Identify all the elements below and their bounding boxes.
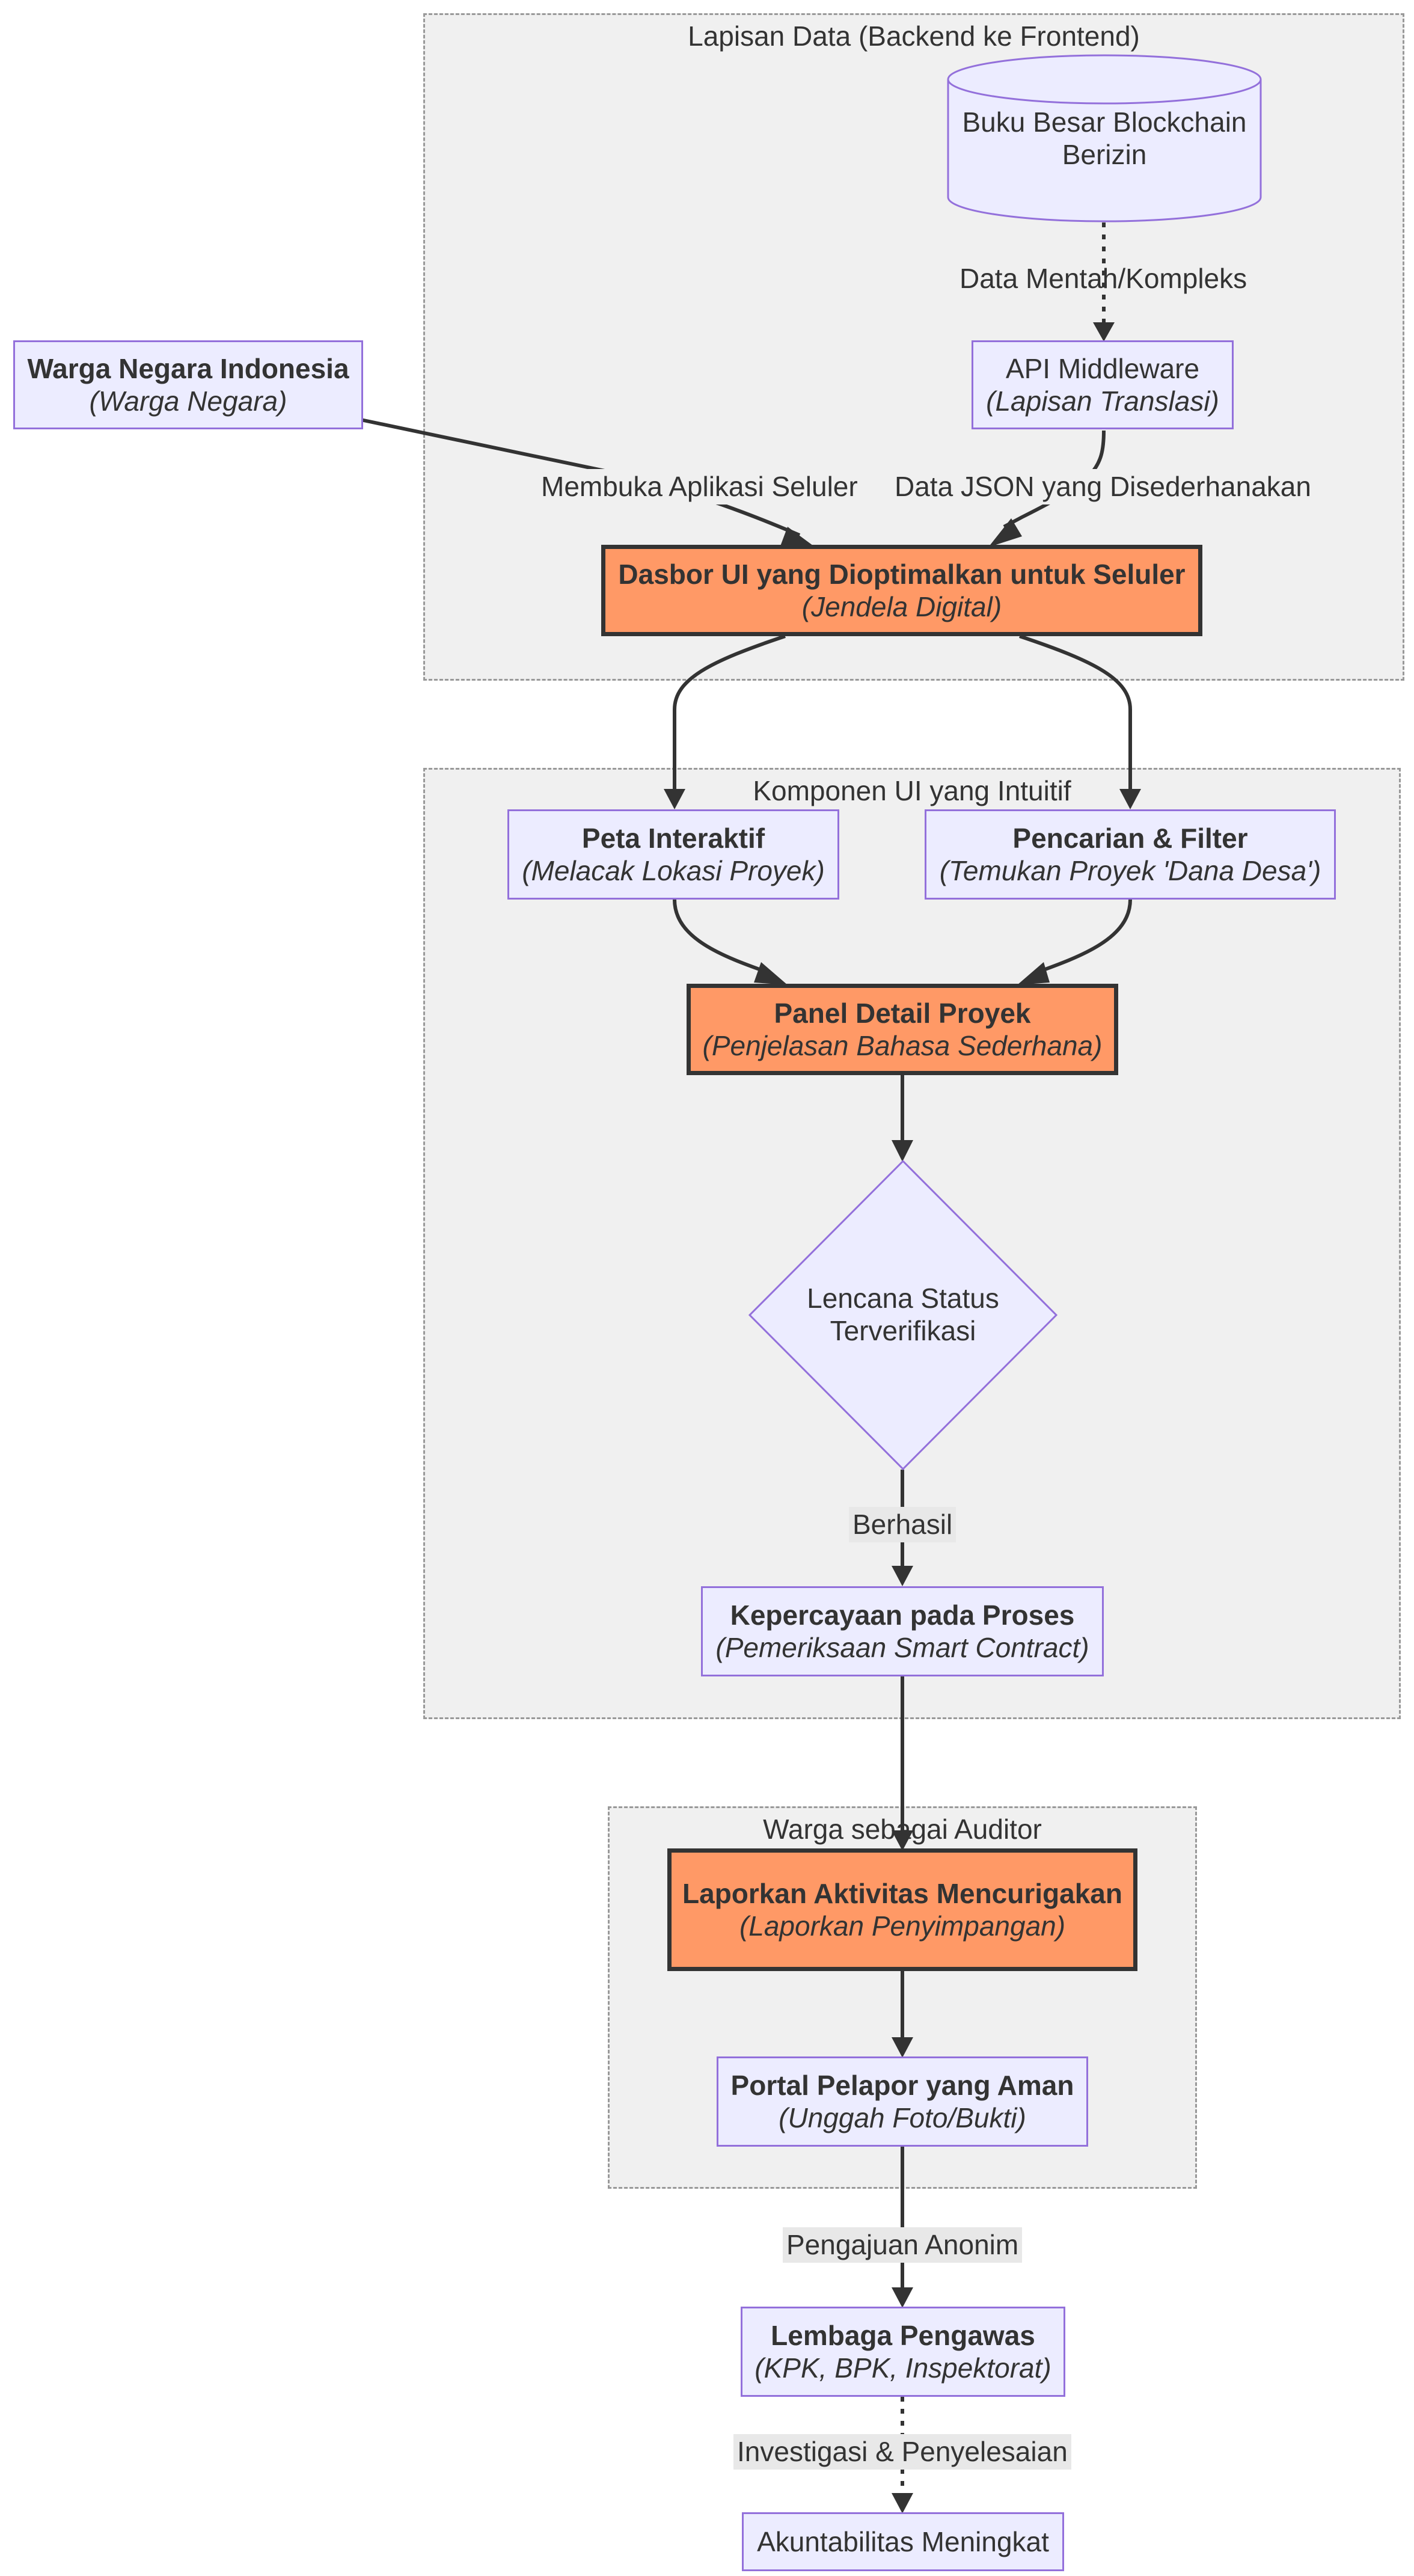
node-dashboard: Dasbor UI yang Dioptimalkan untuk Selule…	[601, 545, 1202, 636]
node-citizen-title: Warga Negara Indonesia	[27, 352, 349, 384]
edge-label-investigation: Investigasi & Penyelesaian	[733, 2434, 1071, 2470]
node-search-filter: Pencarian & Filter (Temukan Proyek 'Dana…	[925, 809, 1336, 900]
node-api-middleware: API Middleware (Lapisan Translasi)	[972, 340, 1234, 429]
node-search-subtitle: (Temukan Proyek 'Dana Desa')	[939, 855, 1321, 886]
ledger-cylinder	[947, 54, 1262, 222]
node-citizen: Warga Negara Indonesia (Warga Negara)	[13, 340, 363, 429]
node-citizen-subtitle: (Warga Negara)	[89, 385, 287, 417]
node-oversight-subtitle: (KPK, BPK, Inspektorat)	[754, 2352, 1051, 2384]
arrowhead	[892, 2287, 913, 2308]
node-portal-subtitle: (Unggah Foto/Bukti)	[779, 2102, 1026, 2133]
node-accountability: Akuntabilitas Meningkat	[742, 2512, 1064, 2571]
edge-label-success: Berhasil	[849, 1507, 956, 1543]
edge-dashboard-search	[1019, 634, 1132, 791]
node-portal-title: Portal Pelapor yang Aman	[730, 2069, 1074, 2101]
node-verified-badge: Lencana Status Terverifikasi	[748, 1272, 1058, 1357]
arrowhead	[1093, 322, 1115, 342]
arrowhead	[754, 962, 788, 985]
node-oversight-title: Lembaga Pengawas	[771, 2319, 1035, 2351]
edge-map-detail	[673, 899, 770, 975]
arrowhead	[892, 2037, 913, 2058]
node-project-detail: Panel Detail Proyek (Penjelasan Bahasa S…	[687, 984, 1118, 1075]
cluster-label: Lapisan Data (Backend ke Frontend)	[688, 20, 1140, 52]
edge-label-open-app: Membuka Aplikasi Seluler	[537, 469, 862, 505]
node-ledger: Buku Besar Blockchain Berizin	[946, 96, 1262, 180]
node-map-title: Peta Interaktif	[581, 822, 765, 854]
arrowhead	[892, 1566, 913, 1586]
arrowhead	[892, 1140, 913, 1162]
node-dashboard-title: Dasbor UI yang Dioptimalkan untuk Selule…	[618, 558, 1186, 590]
edge-label-json: Data JSON yang Disederhanakan	[891, 469, 1315, 505]
arrowhead	[1017, 962, 1050, 985]
edge-search-detail	[1034, 899, 1132, 975]
arrowhead	[780, 527, 815, 547]
arrowhead	[1119, 789, 1141, 809]
arrowhead	[988, 518, 1022, 547]
node-report-subtitle: (Laporkan Penyimpangan)	[739, 1910, 1066, 1942]
node-oversight-agency: Lembaga Pengawas (KPK, BPK, Inspektorat)	[741, 2307, 1065, 2397]
arrowhead	[664, 789, 685, 809]
node-badge-line2: Terverifikasi	[830, 1315, 976, 1346]
node-trust-process: Kepercayaan pada Proses (Pemeriksaan Sma…	[701, 1586, 1104, 1676]
node-ledger-line2: Berizin	[1062, 139, 1147, 170]
node-detail-subtitle: (Penjelasan Bahasa Sederhana)	[702, 1030, 1103, 1061]
node-secure-portal: Portal Pelapor yang Aman (Unggah Foto/Bu…	[717, 2056, 1088, 2147]
arrowhead	[892, 1830, 913, 1851]
node-map-subtitle: (Melacak Lokasi Proyek)	[522, 855, 825, 886]
node-trust-subtitle: (Pemeriksaan Smart Contract)	[715, 1632, 1089, 1663]
edge-label-raw-data: Data Mentah/Kompleks	[960, 263, 1247, 294]
node-api-subtitle: (Lapisan Translasi)	[986, 385, 1219, 417]
arrowhead	[892, 2493, 913, 2513]
node-detail-title: Panel Detail Proyek	[774, 997, 1031, 1029]
node-report-suspicious: Laporkan Aktivitas Mencurigakan (Laporka…	[667, 1848, 1137, 1971]
edge-label-anonymous: Pengajuan Anonim	[783, 2227, 1023, 2263]
cluster-label: Komponen UI yang Intuitif	[753, 775, 1071, 806]
node-api-title: API Middleware	[1005, 352, 1200, 384]
node-ledger-line1: Buku Besar Blockchain	[962, 106, 1247, 138]
node-interactive-map: Peta Interaktif (Melacak Lokasi Proyek)	[507, 809, 839, 900]
node-badge-line1: Lencana Status	[807, 1282, 999, 1314]
node-dashboard-subtitle: (Jendela Digital)	[801, 591, 1002, 622]
badge-diamond	[748, 1159, 1058, 1471]
node-search-title: Pencarian & Filter	[1012, 822, 1248, 854]
node-accountability-title: Akuntabilitas Meningkat	[757, 2525, 1049, 2557]
edge-dashboard-map	[673, 634, 786, 791]
node-report-title: Laporkan Aktivitas Mencurigakan	[682, 1877, 1122, 1909]
node-trust-title: Kepercayaan pada Proses	[730, 1599, 1075, 1631]
